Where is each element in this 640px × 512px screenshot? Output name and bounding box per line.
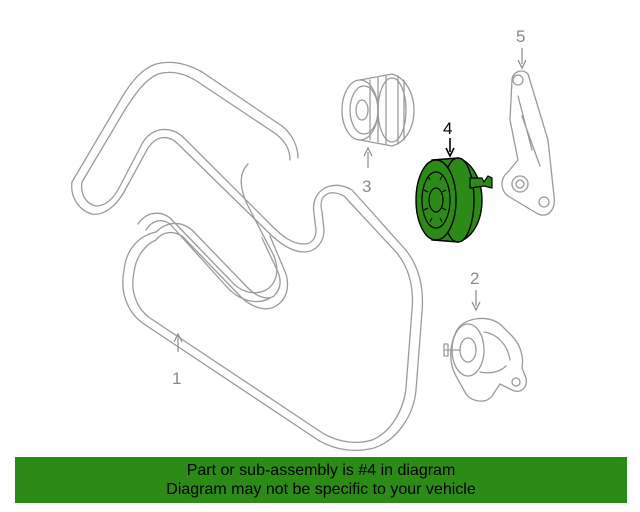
info-banner: Part or sub-assembly is #4 in diagram Di… <box>15 457 627 503</box>
callout-4[interactable]: 4 <box>443 119 452 138</box>
callout-3[interactable]: 3 <box>362 177 371 196</box>
idler-pulley-4[interactable] <box>415 157 493 243</box>
serpentine-belt[interactable] <box>71 61 424 451</box>
idler-pulley-3[interactable] <box>341 73 415 147</box>
leader-arrow-3 <box>363 146 373 157</box>
banner-line-1: Part or sub-assembly is #4 in diagram <box>186 462 456 479</box>
parts-diagram: 1 2 3 4 5 <box>71 27 555 451</box>
leader-arrow-4 <box>445 147 455 158</box>
leader-arrow-1 <box>173 332 183 343</box>
leader-arrow-5 <box>517 59 527 70</box>
leader-arrow-2 <box>471 301 481 312</box>
mounting-bracket-5[interactable] <box>501 70 555 216</box>
banner-line-2: Diagram may not be specific to your vehi… <box>166 481 476 498</box>
callout-2[interactable]: 2 <box>470 269 479 288</box>
belt-tensioner-2[interactable] <box>443 317 527 402</box>
callout-1[interactable]: 1 <box>172 369 181 388</box>
callout-5[interactable]: 5 <box>516 27 525 46</box>
